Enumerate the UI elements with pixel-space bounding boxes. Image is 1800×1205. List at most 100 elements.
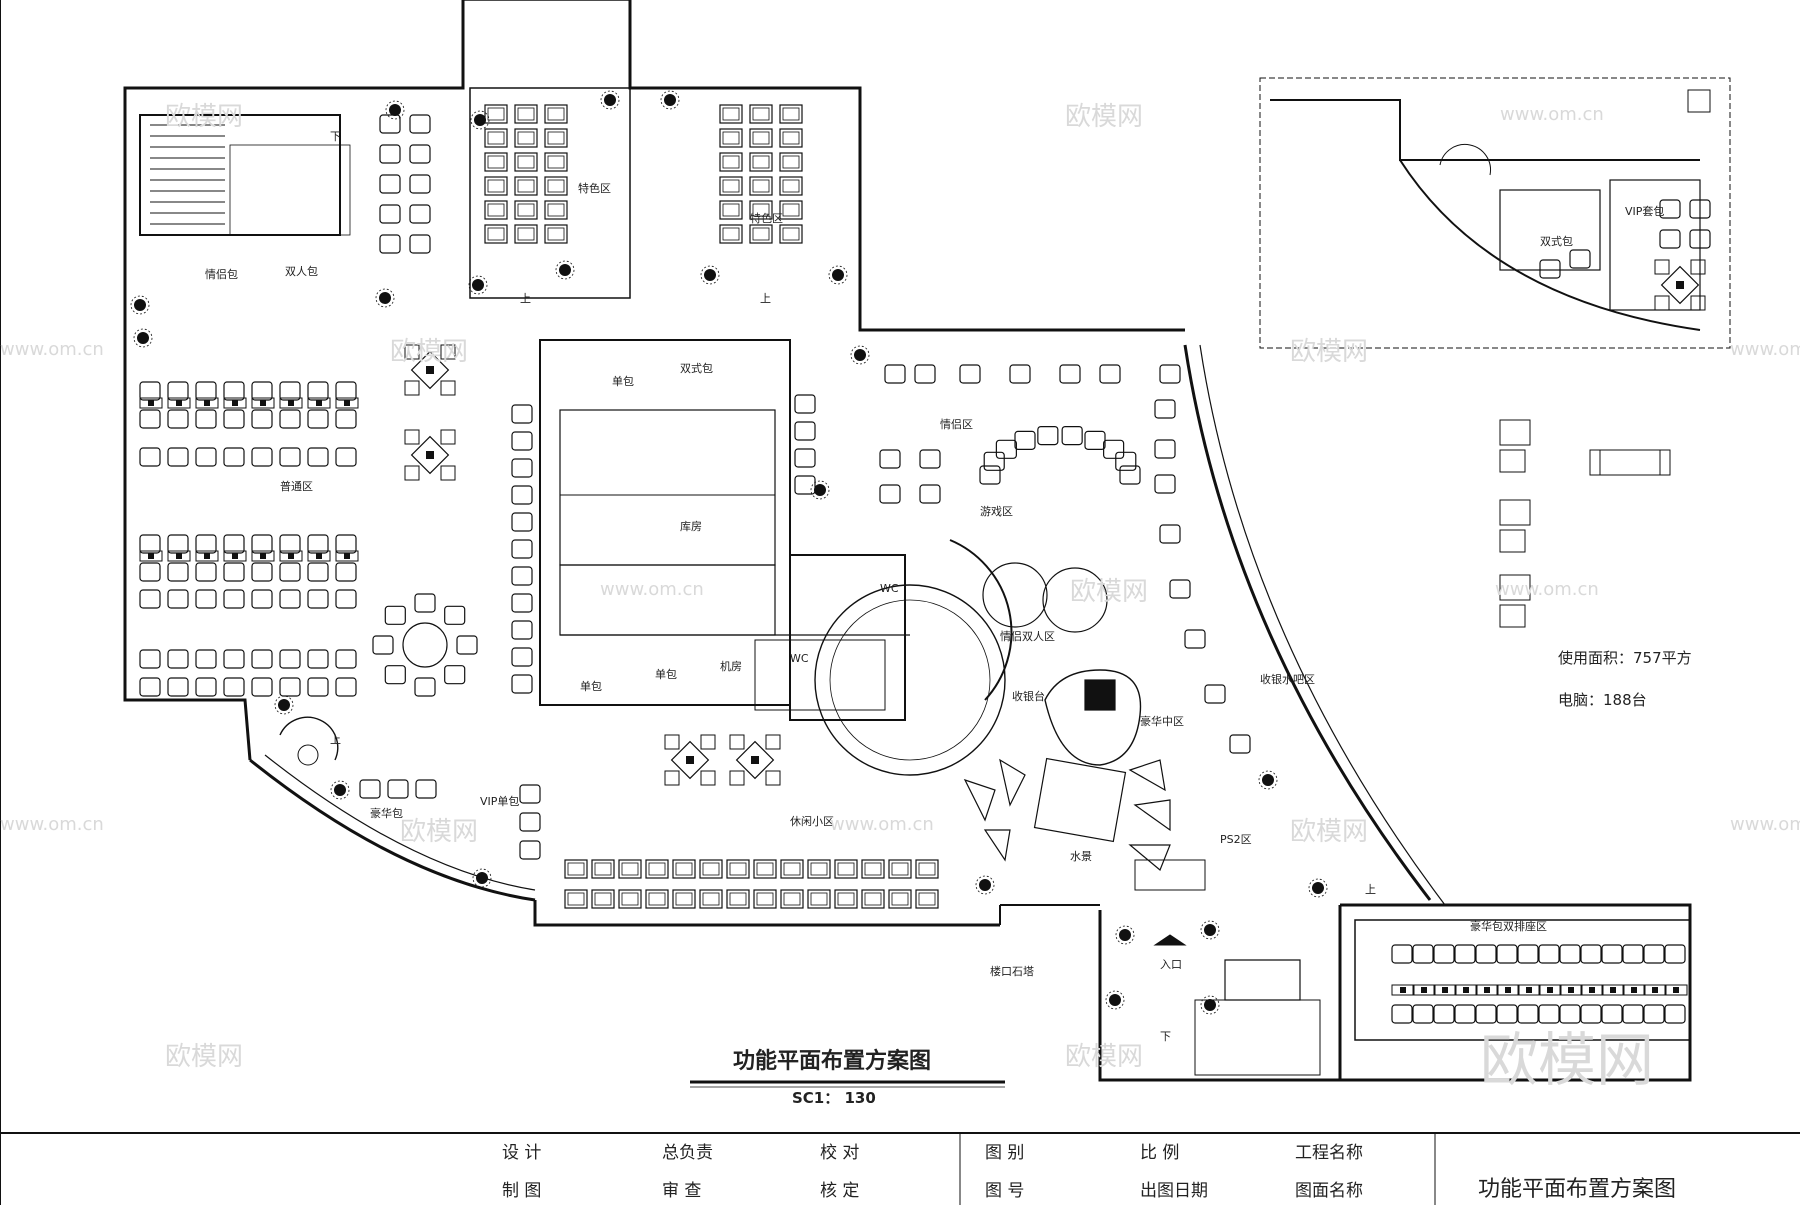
tb-category: 图 别 xyxy=(985,1143,1024,1163)
watermarks: 欧模网 欧模网 欧模网 欧模网 欧模网 欧模网 欧模网 欧模网 欧模网 欧模网 … xyxy=(0,102,1800,1094)
stair-direction: 下 xyxy=(330,130,341,143)
chair-icon xyxy=(335,562,357,582)
chair-icon xyxy=(335,677,357,697)
zone-label: WC xyxy=(880,582,899,595)
chair-icon xyxy=(919,449,941,469)
computer-icon xyxy=(1580,984,1604,996)
chair-icon xyxy=(1454,944,1476,964)
furniture-legend xyxy=(1499,419,1671,628)
chair-icon xyxy=(1433,1004,1455,1024)
chair-icon xyxy=(379,174,401,194)
desk-icon xyxy=(514,176,538,196)
desk-icon xyxy=(699,889,723,909)
chair-icon xyxy=(409,144,431,164)
chair-icon xyxy=(251,447,273,467)
watermark-url: www.om.cn xyxy=(830,814,934,835)
plant-icon xyxy=(850,345,870,365)
chair-icon xyxy=(251,649,273,669)
chair-icon xyxy=(1538,944,1560,964)
chair-icon xyxy=(223,677,245,697)
desk-icon xyxy=(544,200,568,220)
desk-icon xyxy=(672,859,696,879)
chair-icon xyxy=(409,234,431,254)
plant-icon xyxy=(810,480,830,500)
plant-icon xyxy=(1200,920,1220,940)
chair-icon xyxy=(1539,259,1561,279)
desk-icon xyxy=(564,859,588,879)
chair-icon xyxy=(387,779,409,799)
desk-icon xyxy=(780,859,804,879)
chair-icon xyxy=(379,144,401,164)
chair-icon xyxy=(1643,944,1665,964)
chair-icon xyxy=(223,381,245,401)
chair-icon xyxy=(384,665,406,685)
desk-icon xyxy=(699,859,723,879)
chair-icon xyxy=(307,447,329,467)
zone-label: 豪华中区 xyxy=(1140,714,1184,728)
computer-icon xyxy=(1601,984,1625,996)
chair-icon xyxy=(1664,1004,1686,1024)
chair-icon xyxy=(1119,465,1141,485)
desk-icon xyxy=(645,889,669,909)
chair-icon xyxy=(384,605,406,625)
desk-icon xyxy=(719,224,743,244)
stair-direction: 上 xyxy=(330,733,341,746)
inset-plan xyxy=(1259,77,1731,349)
stair-direction: 下 xyxy=(1160,1030,1171,1043)
title-block: 设 计 制 图 总负责 审 查 校 对 核 定 图 别 图 号 比 例 出图日期… xyxy=(502,1143,1676,1202)
computer-icon xyxy=(1496,984,1520,996)
plant-icon xyxy=(1115,925,1135,945)
chair-icon xyxy=(1622,1004,1644,1024)
desk-icon xyxy=(484,152,508,172)
chair-icon xyxy=(139,381,161,401)
plant-icon xyxy=(468,275,488,295)
desk-icon xyxy=(618,889,642,909)
chair-icon xyxy=(511,566,533,586)
desk-icon xyxy=(753,889,777,909)
area-stat: 使用面积：757平方 xyxy=(1558,649,1692,667)
chair-icon xyxy=(444,605,466,625)
zone-label: 单包 xyxy=(580,680,602,693)
desk-icon xyxy=(544,104,568,124)
chair-icon xyxy=(223,534,245,554)
chair-icon xyxy=(195,589,217,609)
desk-icon xyxy=(726,859,750,879)
desk-icon xyxy=(888,889,912,909)
chair-icon xyxy=(195,677,217,697)
chair-icon xyxy=(983,451,1005,471)
chair-icon xyxy=(372,635,394,655)
chair-icon xyxy=(415,779,437,799)
desk-icon xyxy=(544,152,568,172)
chair-icon xyxy=(251,534,273,554)
desk-icon xyxy=(861,889,885,909)
sofa-icon xyxy=(1229,734,1251,754)
chair-icon xyxy=(1664,944,1686,964)
chair-icon xyxy=(414,677,436,697)
zone-label: 库房 xyxy=(680,520,702,533)
title-block-frame xyxy=(959,1133,1436,1205)
round-pod-icon xyxy=(1042,567,1108,633)
watermark-brand: 欧模网 xyxy=(400,817,478,847)
spiral-stair xyxy=(279,716,339,766)
chair-icon xyxy=(307,649,329,669)
watermark-brand: 欧模网 xyxy=(165,1042,243,1072)
desk-icon xyxy=(719,200,743,220)
desk-icon xyxy=(645,859,669,879)
stair-direction: 上 xyxy=(760,292,771,305)
chair-icon xyxy=(379,204,401,224)
chair-icon xyxy=(1391,1004,1413,1024)
desk-icon xyxy=(544,224,568,244)
chair-icon xyxy=(1559,944,1581,964)
zone-label: 入口 xyxy=(1160,958,1182,971)
chair-icon xyxy=(879,449,901,469)
chair-icon xyxy=(1659,229,1681,249)
chair-icon xyxy=(335,447,357,467)
computer-icon xyxy=(1643,984,1667,996)
watermark-brand: 欧模网 xyxy=(1290,817,1368,847)
chair-icon xyxy=(519,784,541,804)
stair-direction: 上 xyxy=(1365,883,1376,896)
pc-count-stat: 电脑：188台 xyxy=(1558,691,1647,709)
zone-label: 特色区 xyxy=(578,181,611,195)
chair-icon xyxy=(519,812,541,832)
desk-icon xyxy=(719,128,743,148)
